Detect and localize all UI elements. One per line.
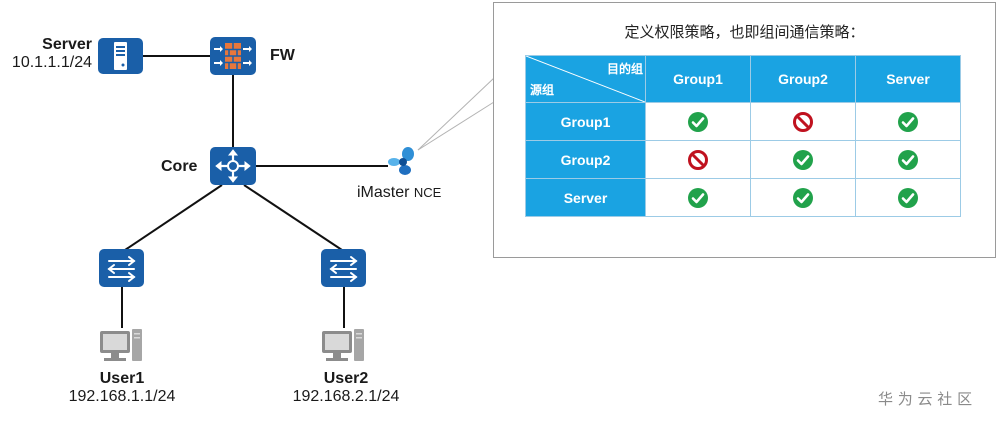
policy-cell bbox=[645, 140, 751, 179]
policy-row: Server bbox=[525, 178, 961, 217]
fw-label: FW bbox=[270, 47, 295, 64]
corner-diagonal bbox=[526, 56, 645, 102]
policy-cell bbox=[855, 140, 961, 179]
column-header: Group1 bbox=[645, 55, 751, 103]
user1-pc-icon[interactable] bbox=[98, 327, 144, 365]
corner-source-label: 源组 bbox=[530, 83, 555, 97]
column-header: Group2 bbox=[750, 55, 856, 103]
core-label: Core bbox=[161, 158, 198, 175]
policy-cell bbox=[750, 102, 856, 141]
policy-cell bbox=[855, 178, 961, 217]
callout-pointer-lower bbox=[417, 101, 495, 151]
imaster-nce-icon[interactable] bbox=[386, 145, 420, 177]
user1-ip: 192.168.1.1/24 bbox=[68, 388, 176, 405]
user1-name: User1 bbox=[99, 370, 145, 387]
link-core-switch2 bbox=[243, 184, 343, 251]
callout-title: 定义权限策略，也即组间通信策略： bbox=[624, 23, 865, 41]
user2-pc-icon[interactable] bbox=[320, 327, 366, 365]
policy-cell bbox=[855, 102, 961, 141]
policy-cell bbox=[750, 178, 856, 217]
server-name: Server bbox=[42, 36, 92, 53]
corner-destination-label: 目的组 bbox=[606, 62, 643, 76]
access-switch-1-icon[interactable] bbox=[99, 249, 144, 287]
policy-cell bbox=[645, 102, 751, 141]
user2-ip: 192.168.2.1/24 bbox=[292, 388, 400, 405]
policy-header-row: 目的组 源组 Group1 Group2 Server bbox=[525, 55, 961, 103]
check-circle-icon bbox=[793, 149, 813, 170]
policy-row: Group1 bbox=[525, 102, 961, 141]
nce-name: iMaster bbox=[357, 184, 410, 201]
policy-cell bbox=[750, 140, 856, 179]
row-header: Server bbox=[525, 178, 646, 217]
user2-label: User2 192.168.2.1/24 bbox=[266, 370, 426, 406]
check-circle-icon bbox=[898, 187, 918, 208]
prohibited-icon bbox=[793, 111, 813, 132]
row-header: Group2 bbox=[525, 140, 646, 179]
matrix-corner-cell: 目的组 源组 bbox=[525, 55, 646, 103]
user1-label: User1 192.168.1.1/24 bbox=[42, 370, 202, 406]
user2-name: User2 bbox=[323, 370, 369, 387]
nce-label: iMaster NCE bbox=[357, 184, 441, 202]
firewall-icon[interactable] bbox=[210, 37, 256, 75]
check-circle-icon bbox=[688, 187, 708, 208]
check-circle-icon bbox=[793, 187, 813, 208]
watermark: 华 为 云 社 区 bbox=[878, 390, 973, 408]
callout-pointer-upper bbox=[417, 77, 495, 151]
column-header: Server bbox=[855, 55, 961, 103]
check-circle-icon bbox=[898, 111, 918, 132]
server-icon[interactable] bbox=[98, 38, 143, 74]
prohibited-icon bbox=[688, 149, 708, 170]
policy-callout: 定义权限策略，也即组间通信策略： 目的组 源组 Group1 Group2 Se… bbox=[493, 2, 996, 258]
server-ip: 10.1.1.1/24 bbox=[11, 54, 92, 71]
core-router-icon[interactable] bbox=[210, 147, 256, 185]
check-circle-icon bbox=[688, 111, 708, 132]
check-circle-icon bbox=[898, 149, 918, 170]
link-core-switch1 bbox=[124, 184, 223, 251]
policy-cell bbox=[645, 178, 751, 217]
access-switch-2-icon[interactable] bbox=[321, 249, 366, 287]
row-header: Group1 bbox=[525, 102, 646, 141]
nce-suffix: NCE bbox=[413, 185, 442, 200]
policy-row: Group2 bbox=[525, 140, 961, 179]
policy-matrix: 目的组 源组 Group1 Group2 Server Group1 Group… bbox=[525, 55, 961, 217]
server-label: Server 10.1.1.1/24 bbox=[4, 36, 92, 72]
